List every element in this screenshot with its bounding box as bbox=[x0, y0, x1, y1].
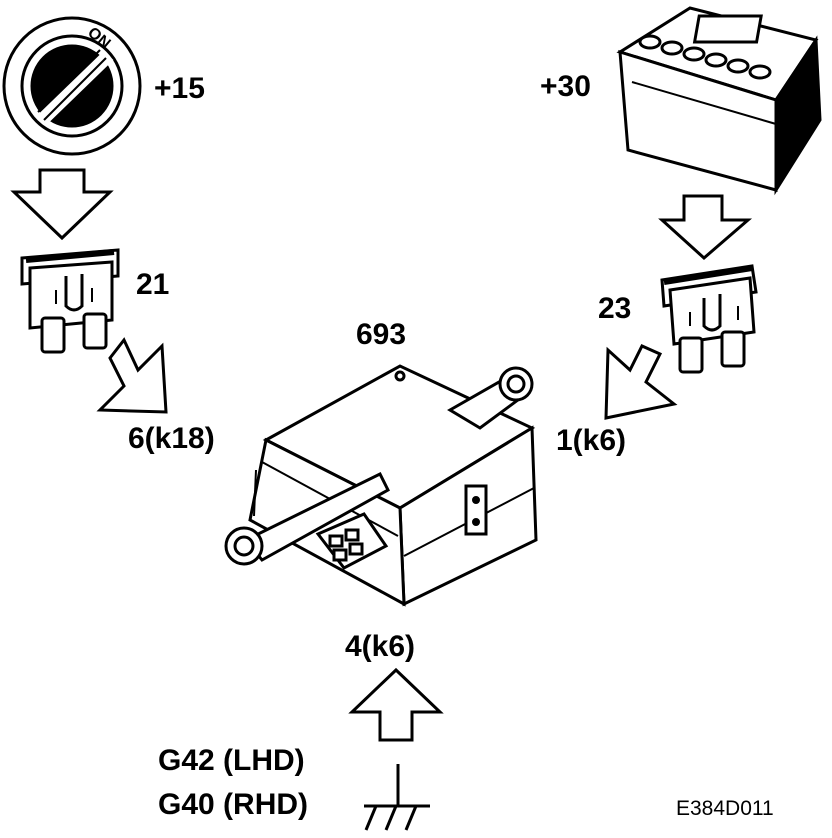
ignition-switch-icon: ON bbox=[2, 16, 142, 156]
pin-ground-label: 4(k6) bbox=[345, 630, 416, 663]
arrow-icon bbox=[658, 194, 753, 261]
pin-right-label: 1(k6) bbox=[556, 424, 627, 457]
ground-rhd-label: G40 (RHD) bbox=[158, 788, 309, 821]
battery-terminal-label: +30 bbox=[540, 70, 591, 103]
control-unit-icon bbox=[224, 364, 538, 607]
ignition-terminal-label: +15 bbox=[154, 72, 205, 105]
arrow-icon bbox=[10, 168, 114, 241]
battery-icon bbox=[616, 6, 822, 196]
ground-symbol-icon bbox=[364, 764, 430, 831]
fuse-icon bbox=[660, 264, 758, 374]
figure-code: E384D011 bbox=[676, 797, 774, 820]
arrow-icon bbox=[96, 337, 168, 414]
control-unit-label: 693 bbox=[356, 318, 407, 351]
ground-lhd-label: G42 (LHD) bbox=[158, 744, 305, 777]
fuse-21-label: 21 bbox=[136, 268, 170, 301]
arrow-icon bbox=[604, 344, 678, 420]
fuse-icon bbox=[20, 248, 120, 354]
fuse-23-label: 23 bbox=[598, 292, 632, 325]
pin-left-label: 6(k18) bbox=[128, 422, 215, 455]
arrow-icon bbox=[348, 667, 444, 742]
